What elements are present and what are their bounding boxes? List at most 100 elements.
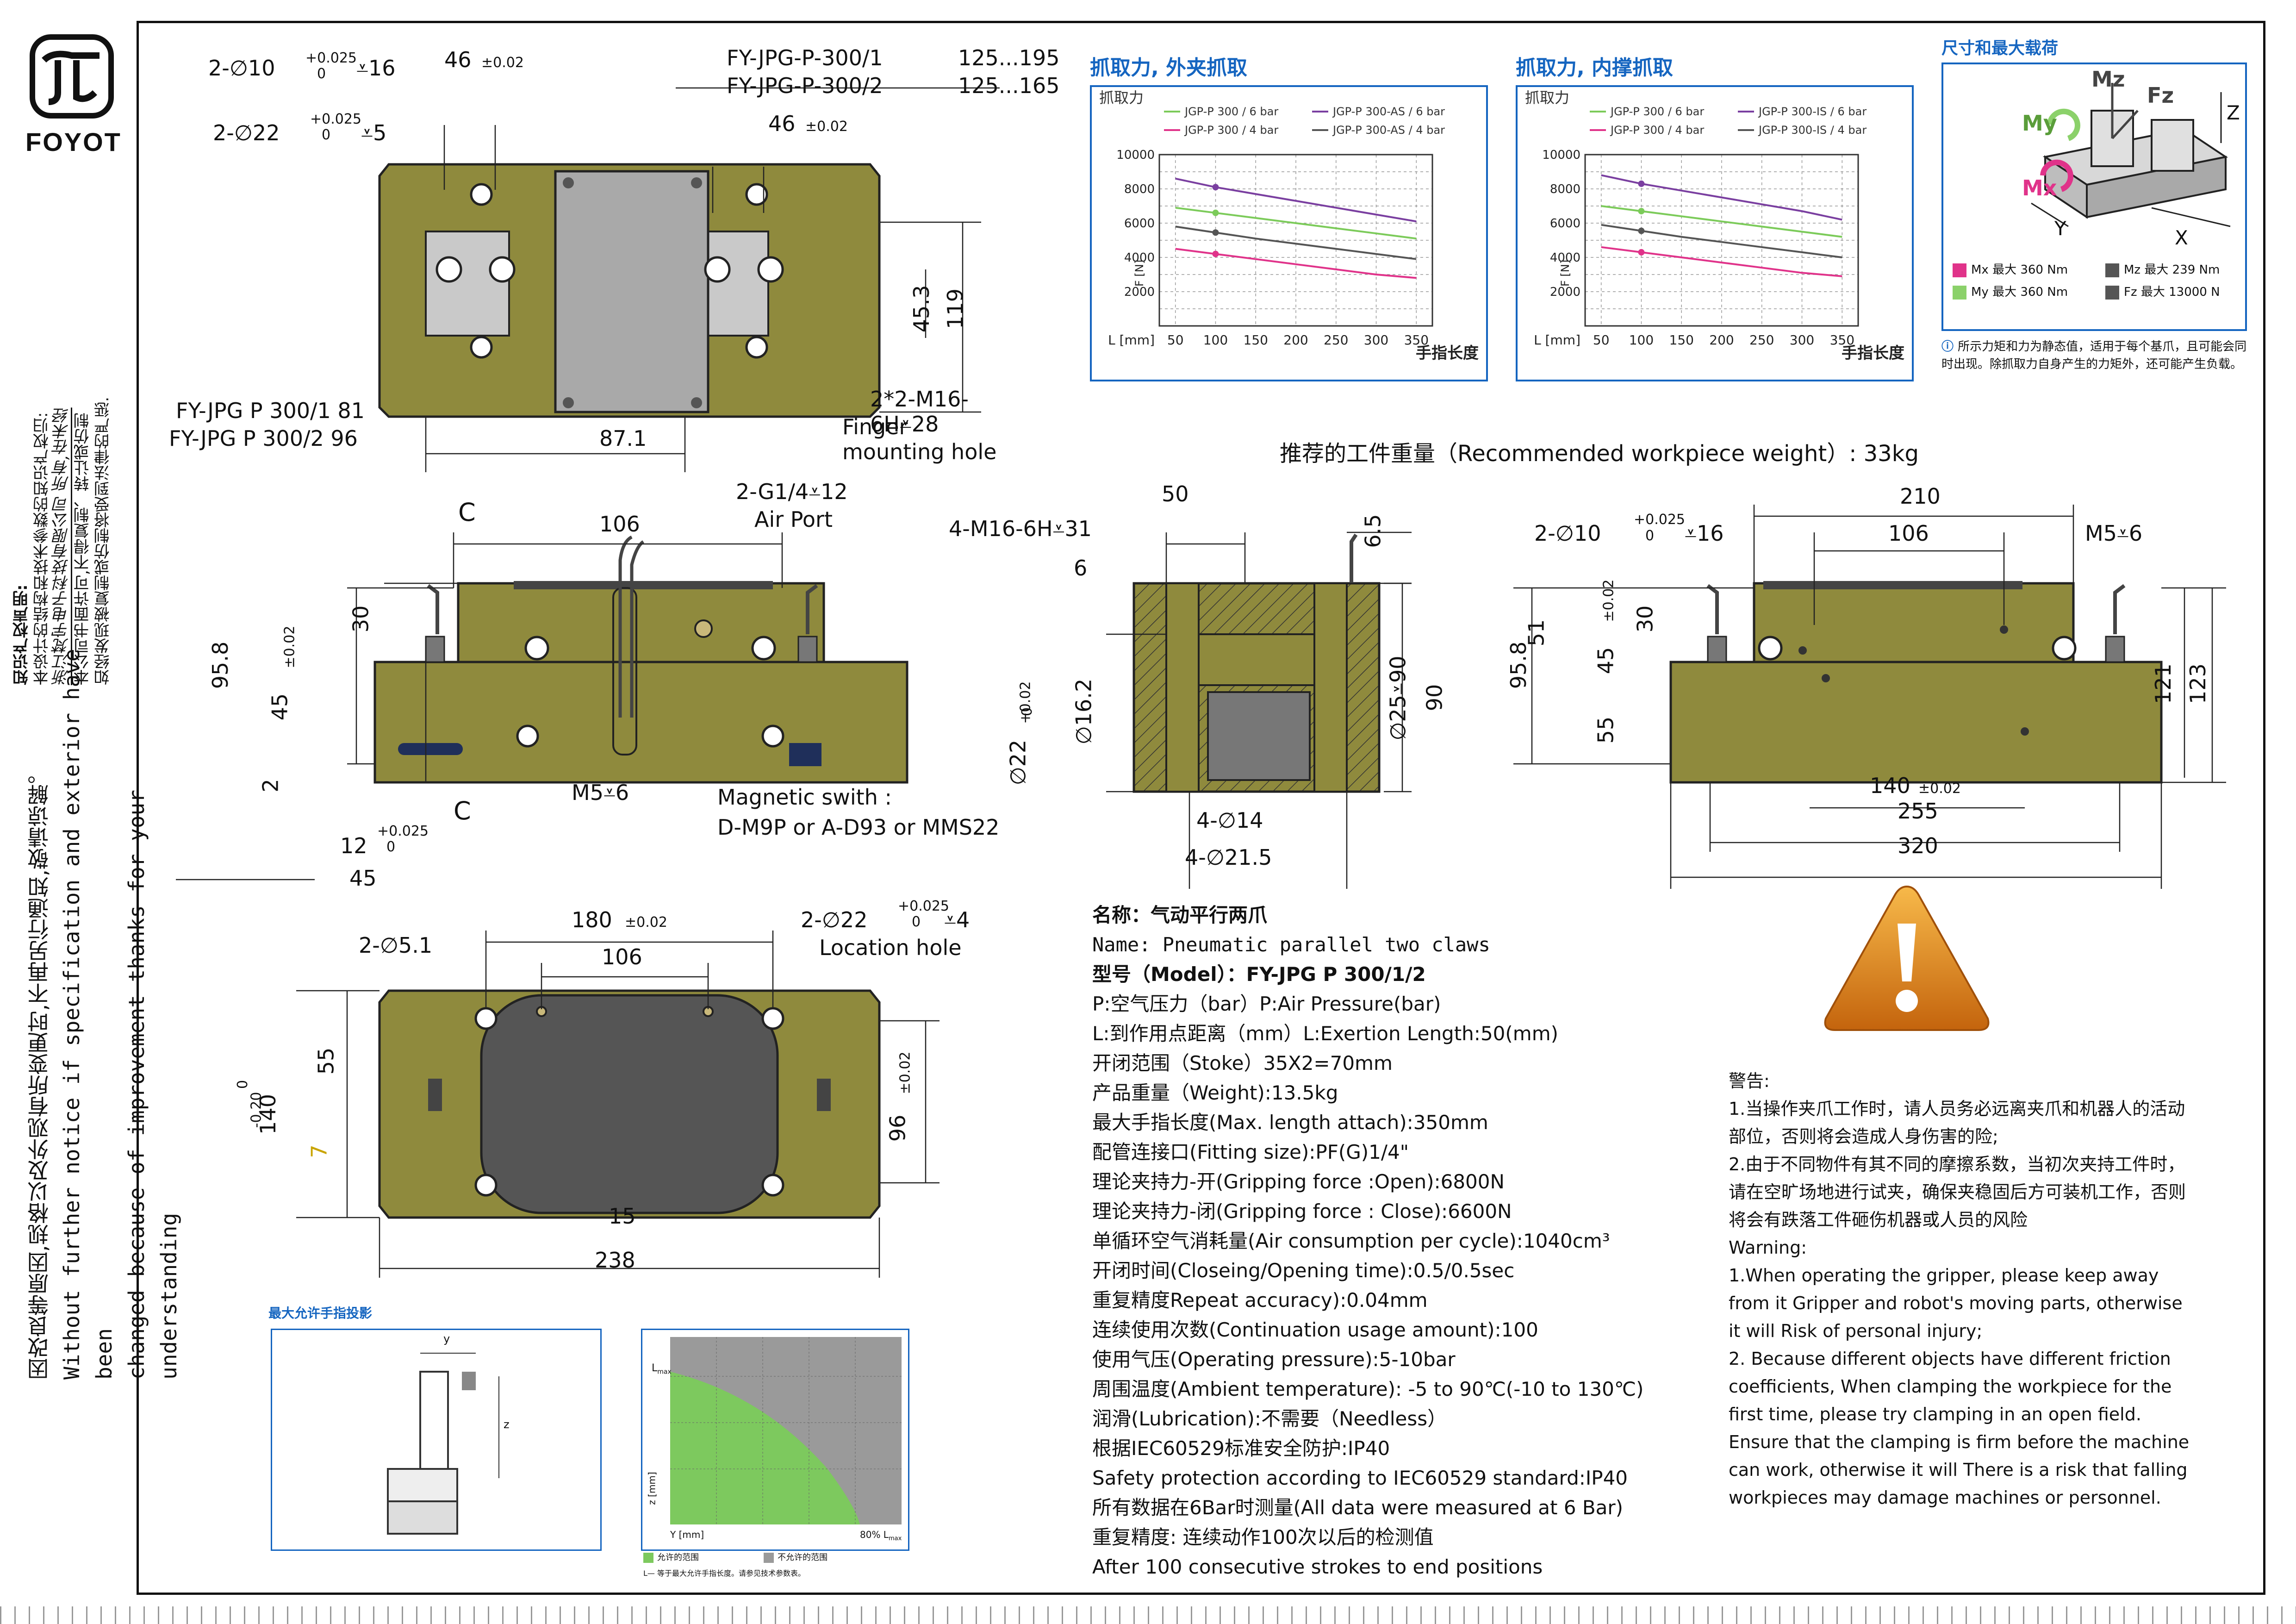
chart-title: 抓取力, 内撑抓取 xyxy=(1516,56,1674,80)
legend-label: JGP-P 300-AS / 4 bar xyxy=(1332,124,1445,137)
dim-label: 121 xyxy=(2150,663,2176,704)
dim-tolerance: +0.02 xyxy=(1017,681,1034,724)
dim-tolerance: ±0.02 xyxy=(481,55,524,71)
bottom-view-drawing xyxy=(296,931,940,1278)
model-label: FY-JPG-P-300/2 xyxy=(727,73,883,98)
dim-tolerance: +0.025 xyxy=(1634,512,1686,528)
legend-label: JGP-P 300-IS / 4 bar xyxy=(1758,124,1867,137)
legend-item: Fz 最大 13000 N xyxy=(2105,281,2244,303)
spec-line: 名称：气动平行两爪 xyxy=(1092,904,1268,926)
y-tick-label: 8000 xyxy=(1124,182,1155,196)
dim-tolerance: 0 xyxy=(317,66,326,82)
data-point xyxy=(1212,209,1219,216)
dim-label: 2-∅10 xyxy=(208,56,275,81)
drawing-frame xyxy=(137,21,2265,1595)
finger-projection: 最大允许手指投影 y z Lmax z [mm] Y [mm] 80% Lmax… xyxy=(268,1303,916,1581)
warning-line: 2. Because different objects have differ… xyxy=(1729,1349,2190,1508)
y-axis-unit: F [N] xyxy=(1559,260,1572,287)
sensor-label: D-M9P or A-D93 or MMS22 xyxy=(717,815,1000,840)
x-tick-label: 50 xyxy=(1167,332,1184,348)
dim-label: 2 xyxy=(258,779,283,793)
en-notice-line: changed because of improvement thanks fo… xyxy=(124,790,181,1380)
dim-label: 95.8 xyxy=(208,641,233,689)
data-point xyxy=(1212,250,1219,257)
dim-label: ⩡5 xyxy=(361,120,387,145)
dim-label: 119 xyxy=(942,288,968,329)
y-tick-label: 10000 xyxy=(1116,148,1155,162)
info-icon: ⓘ xyxy=(1941,340,1958,354)
dim-label: 95.8 xyxy=(1506,641,1531,689)
spec-line: 润滑(Lubrication):不需要（Needless） xyxy=(1092,1407,1447,1430)
spec-line: 使用气压(Operating pressure):5-10bar xyxy=(1092,1348,1456,1371)
y-tick-label: 8000 xyxy=(1550,182,1580,196)
finger-y-label: y xyxy=(443,1332,450,1345)
dim-label: 45 xyxy=(1593,647,1618,675)
legend-item: 不允许的范围 xyxy=(764,1551,828,1563)
spec-line: 根据IEC60529标准安全防护:IP40 xyxy=(1092,1437,1390,1460)
y-axis-unit: F [N] xyxy=(1133,260,1146,287)
dim-label: 180 xyxy=(572,907,612,932)
axis-label: X xyxy=(2175,226,2188,249)
finger-hole-label: Finger mounting hole xyxy=(842,414,997,464)
model-label: FY-JPG-P-300/1 xyxy=(727,45,883,70)
spec-line: Safety protection according to IEC60529 … xyxy=(1092,1467,1628,1489)
data-point xyxy=(1638,208,1645,215)
axis-label: Mx xyxy=(2022,175,2057,200)
dim-label: 106 xyxy=(599,512,640,537)
axis-label: Fz xyxy=(2147,83,2174,108)
warning-line: Warning: xyxy=(1729,1237,1807,1258)
dim-tolerance: 0 xyxy=(1019,707,1036,717)
finger-diagram xyxy=(387,1353,499,1535)
y-tick-label: 2000 xyxy=(1550,285,1580,299)
dim-tolerance: +0.025 xyxy=(310,111,362,127)
dia-label: ∅25⩡90 xyxy=(1385,656,1411,741)
x-tick-label: 250 xyxy=(1749,332,1774,348)
lmax-text: L xyxy=(652,1362,658,1374)
dim-tolerance: 0 xyxy=(912,914,921,930)
spec-line: 型号（Model）：FY-JPG P 300/1/2 xyxy=(1092,963,1426,986)
dim-label: 90 xyxy=(1422,684,1447,712)
axis-label: Z xyxy=(2227,101,2240,124)
sensor-label: Magnetic swith : xyxy=(717,785,892,810)
section-view: 50 4-M16-6H⩡31 6.5 6 ∅16.2 ∅22 +0.02 0 ∅… xyxy=(949,481,1458,898)
y-tick-label: 10000 xyxy=(1542,148,1580,162)
load-note-text: 所示力矩和力为静态值，适用于每个基爪，且可能会同时出现。除抓取力自身产生的力矩外… xyxy=(1941,340,2247,371)
finger-proj-title: 最大允许手指投影 xyxy=(268,1305,373,1321)
load-panel-box: Mz Fz My Mx Z Y X Mx 最大 360 Nm Mz 最大 239… xyxy=(1941,62,2247,331)
legend-label: Mx 最大 360 Nm xyxy=(1971,263,2068,277)
legend-item: 允许的范围 xyxy=(643,1551,699,1563)
dim-label: 55 xyxy=(313,1047,339,1075)
legend-label: JGP-P 300-IS / 6 bar xyxy=(1758,105,1867,118)
dim-tolerance: ±0.02 xyxy=(625,914,667,931)
ip-line: 本公司书面许可,不得复制、转让或仿制 xyxy=(74,412,92,685)
finger-chart-box: Lmax z [mm] Y [mm] 80% Lmax xyxy=(641,1329,909,1551)
dim-tolerance: +0.025 xyxy=(305,50,357,66)
x-mark-label: 80% Lmax xyxy=(860,1529,902,1542)
x-tick-label: 300 xyxy=(1364,332,1388,348)
spec-line: 所有数据在6Bar时测量(All data were measured at 6… xyxy=(1092,1496,1624,1519)
brand-name: FOYOT xyxy=(25,127,122,156)
legend-label: JGP-P 300-AS / 6 bar xyxy=(1332,105,1445,118)
dim-label: 106 xyxy=(602,944,642,969)
legend-swatch xyxy=(2105,263,2119,277)
legend-label: Fz 最大 13000 N xyxy=(2124,285,2220,299)
x-axis-title: 手指长度 xyxy=(1416,344,1479,362)
dim-label: 96 xyxy=(885,1114,910,1142)
port-label: Air Port xyxy=(754,507,833,532)
dim-label: ⩡16 xyxy=(356,56,396,81)
legend-label: JGP-P 300 / 4 bar xyxy=(1610,124,1704,137)
dia-label: 4-∅21.5 xyxy=(1185,845,1272,870)
ip-title: 知识产权声明: xyxy=(12,584,31,685)
y-tick-label: 2000 xyxy=(1124,285,1155,299)
axis-label: Y xyxy=(2054,217,2066,240)
logo: FOYOT xyxy=(25,32,122,167)
chart-x-axis-label: Y [mm] xyxy=(670,1529,704,1540)
legend-item: Mz 最大 239 Nm xyxy=(2105,259,2244,281)
dim-label: 46 xyxy=(768,111,796,136)
spec-line: 产品重量（Weight):13.5kg xyxy=(1092,1081,1338,1104)
dia-label: ∅22 xyxy=(1005,739,1031,786)
load-panel-title: 尺寸和最大载荷 xyxy=(1941,39,2059,58)
load-legend: Mx 最大 360 Nm Mz 最大 239 Nm My 最大 360 Nm F… xyxy=(1953,259,2249,303)
